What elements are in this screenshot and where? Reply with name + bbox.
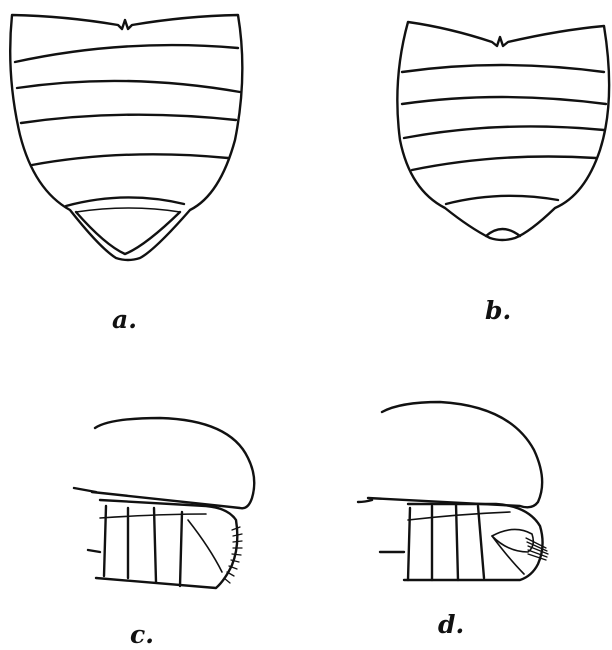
panel-c-segment-line <box>180 512 182 586</box>
panel-c-segment-line <box>154 508 156 582</box>
panel-b-drawing <box>397 22 609 240</box>
panel-a-drawing <box>10 15 242 260</box>
panel-d-genital-fold <box>492 536 524 574</box>
panel-a-segment-line <box>32 154 228 165</box>
panel-b-segment-line <box>446 196 558 204</box>
panel-label-d: d. <box>438 612 464 637</box>
panel-d-segment-line <box>408 508 410 580</box>
panel-c-body-top <box>74 488 96 492</box>
panel-d-genital-fold <box>492 529 533 552</box>
panel-label-c: c. <box>130 622 154 647</box>
panel-d-body-top <box>358 500 372 502</box>
panel-a-segment-line <box>66 197 184 206</box>
panel-c-segment-line <box>100 514 206 518</box>
panel-c-carapace <box>92 418 254 508</box>
panel-b-segment-line <box>404 126 604 138</box>
panel-b-outline <box>397 22 609 240</box>
panel-a-segment-line <box>17 81 240 92</box>
panel-b-segment-line <box>402 97 606 104</box>
panel-b-genital-plate <box>486 229 520 236</box>
panel-c-ventral-line <box>88 550 100 552</box>
panel-c-drawing <box>74 418 254 588</box>
panel-d-drawing <box>358 402 548 580</box>
panel-a-segment-line <box>21 115 236 123</box>
panel-d-carapace <box>368 402 542 507</box>
panel-a-outline <box>10 15 242 260</box>
panel-b-segment-line <box>402 65 604 72</box>
panel-label-b: b. <box>485 298 511 323</box>
panel-a-segment-line <box>76 208 180 212</box>
panel-b-segment-line <box>412 157 596 171</box>
panel-d-segment-line <box>408 512 510 520</box>
panel-c-segment-line <box>104 506 106 576</box>
panel-a-genital-plate <box>76 212 180 254</box>
panel-d-bristles <box>526 538 548 560</box>
panel-c-genital-fold <box>188 520 222 572</box>
panel-a-segment-line <box>15 45 238 62</box>
panel-c-abdomen-outline <box>96 500 237 588</box>
panel-d-segment-line <box>478 506 484 578</box>
panel-d-abdomen-outline <box>404 504 543 580</box>
panel-label-a: a. <box>112 307 137 332</box>
